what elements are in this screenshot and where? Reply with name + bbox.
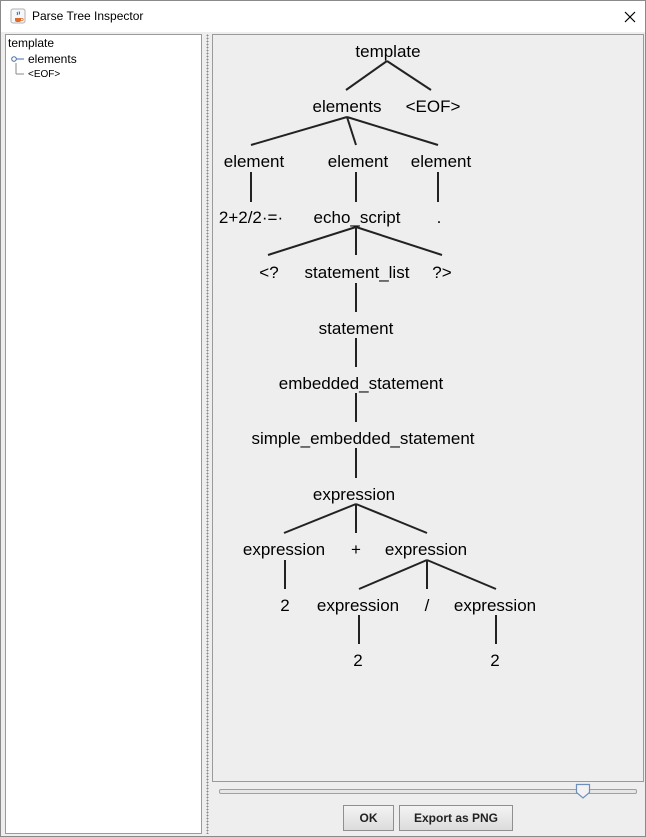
node-two-inner-right: 2 (490, 651, 499, 670)
tree-node-template[interactable]: template (8, 36, 55, 50)
node-text-1: 2+2/2·=· (219, 208, 283, 227)
zoom-slider-track[interactable] (219, 789, 637, 794)
ok-button[interactable]: OK (343, 805, 394, 831)
split-pane-divider[interactable] (204, 34, 211, 834)
node-open-tag: <? (259, 263, 278, 282)
node-expression-left: expression (243, 540, 325, 559)
node-simple-embedded-statement: simple_embedded_statement (251, 429, 474, 448)
node-two-left: 2 (280, 596, 289, 615)
node-element-2: element (328, 152, 389, 171)
tree-outline-panel[interactable]: template elements <EOF> (5, 34, 202, 834)
node-two-inner-left: 2 (353, 651, 362, 670)
parse-tree-diagram: template elements <EOF> element element … (219, 42, 536, 670)
node-expression-right: expression (385, 540, 467, 559)
divider-grip (206, 34, 209, 834)
tree-connector-lines (11, 56, 24, 75)
tree-node-elements[interactable]: elements (28, 52, 77, 66)
node-dot: . (437, 208, 442, 227)
node-expression-root: expression (313, 485, 395, 504)
node-statement-list: statement_list (305, 263, 410, 282)
window-title: Parse Tree Inspector (32, 9, 144, 23)
node-expression-inner-right: expression (454, 596, 536, 615)
close-button[interactable] (615, 1, 645, 32)
tree-node-eof[interactable]: <EOF> (28, 69, 61, 80)
node-echo-script: echo_script (314, 208, 401, 227)
node-slash: / (425, 596, 430, 615)
node-plus: + (351, 540, 361, 559)
node-eof: <EOF> (406, 97, 461, 116)
node-statement: statement (319, 319, 394, 338)
node-embedded-statement: embedded_statement (279, 374, 444, 393)
node-element-3: element (411, 152, 472, 171)
zoom-slider-thumb[interactable] (575, 783, 591, 799)
title-bar: Parse Tree Inspector (1, 1, 645, 32)
node-elements: elements (313, 97, 382, 116)
node-expression-inner-left: expression (317, 596, 399, 615)
parse-tree-canvas: template elements <EOF> element element … (212, 34, 644, 782)
java-app-icon (10, 8, 26, 24)
node-template: template (355, 42, 420, 61)
node-element-1: element (224, 152, 285, 171)
export-png-button[interactable]: Export as PNG (399, 805, 513, 831)
node-close-tag: ?> (432, 263, 451, 282)
close-icon (624, 11, 636, 22)
